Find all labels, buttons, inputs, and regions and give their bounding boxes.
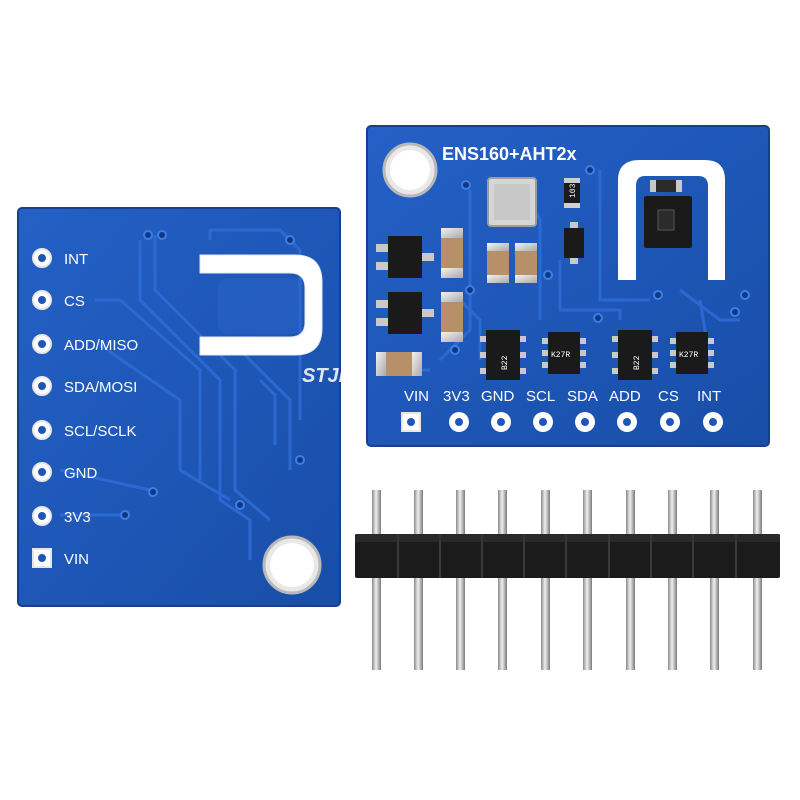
front-pin-label-cs: CS: [658, 388, 679, 405]
capacitors: [376, 228, 537, 376]
back-pin-label-scl-sclk: SCL/SCLK: [64, 423, 137, 440]
ic-code-4: K27R: [679, 351, 698, 360]
watermark-text: STJF: [302, 365, 352, 387]
back-pin-label-add-miso: ADD/MISO: [64, 337, 138, 354]
resistor-code: 103: [569, 183, 578, 198]
front-pin-label-int: INT: [697, 388, 721, 405]
diode: [564, 228, 584, 258]
back-pin-label-sda-mosi: SDA/MOSI: [64, 379, 137, 396]
front-pin-label-add: ADD: [609, 388, 641, 405]
back-pin-pads: [32, 248, 52, 568]
front-board: ENS160+AHT2x 103: [366, 125, 770, 447]
pcb-vias: [120, 230, 305, 520]
transistors: [376, 236, 434, 334]
board-title: ENS160+AHT2x: [442, 144, 577, 164]
front-pin-pads: [401, 412, 723, 432]
back-pin-label-cs: CS: [64, 293, 85, 310]
ic-code-3: B22: [633, 355, 642, 370]
front-pin-label-scl: SCL: [526, 388, 555, 405]
back-board: [17, 207, 341, 607]
level-shifter-ics: B22 K27R B22 K27R: [480, 330, 714, 380]
pin-header: [355, 490, 780, 670]
back-pin-labels: INT CS ADD/MISO SDA/MOSI SCL/SCLK GND 3V…: [64, 251, 138, 568]
front-pcb-vias: [450, 165, 750, 355]
pcb-traces: [59, 228, 302, 560]
back-pin-label-vin: VIN: [64, 551, 89, 568]
front-pin-labels: VIN 3V3 GND SCL SDA ADD CS INT: [404, 388, 721, 405]
resistor-103: [564, 178, 580, 208]
back-pin-label-int: INT: [64, 251, 88, 268]
header-pins: [372, 490, 762, 670]
ic-code-2: K27R: [551, 351, 570, 360]
ic-code-1: B22: [501, 355, 510, 370]
front-pin-label-sda: SDA: [567, 388, 598, 405]
front-pin-label-gnd: GND: [481, 388, 515, 405]
front-sensor-cutout: [618, 160, 725, 280]
front-pin-label-vin: VIN: [404, 388, 429, 405]
front-pin-label-3v3: 3V3: [443, 388, 470, 405]
sensor-cutout: [199, 254, 323, 356]
back-pin-label-3v3: 3V3: [64, 509, 91, 526]
header-body: [355, 534, 780, 578]
back-pin-label-gnd: GND: [64, 465, 98, 482]
